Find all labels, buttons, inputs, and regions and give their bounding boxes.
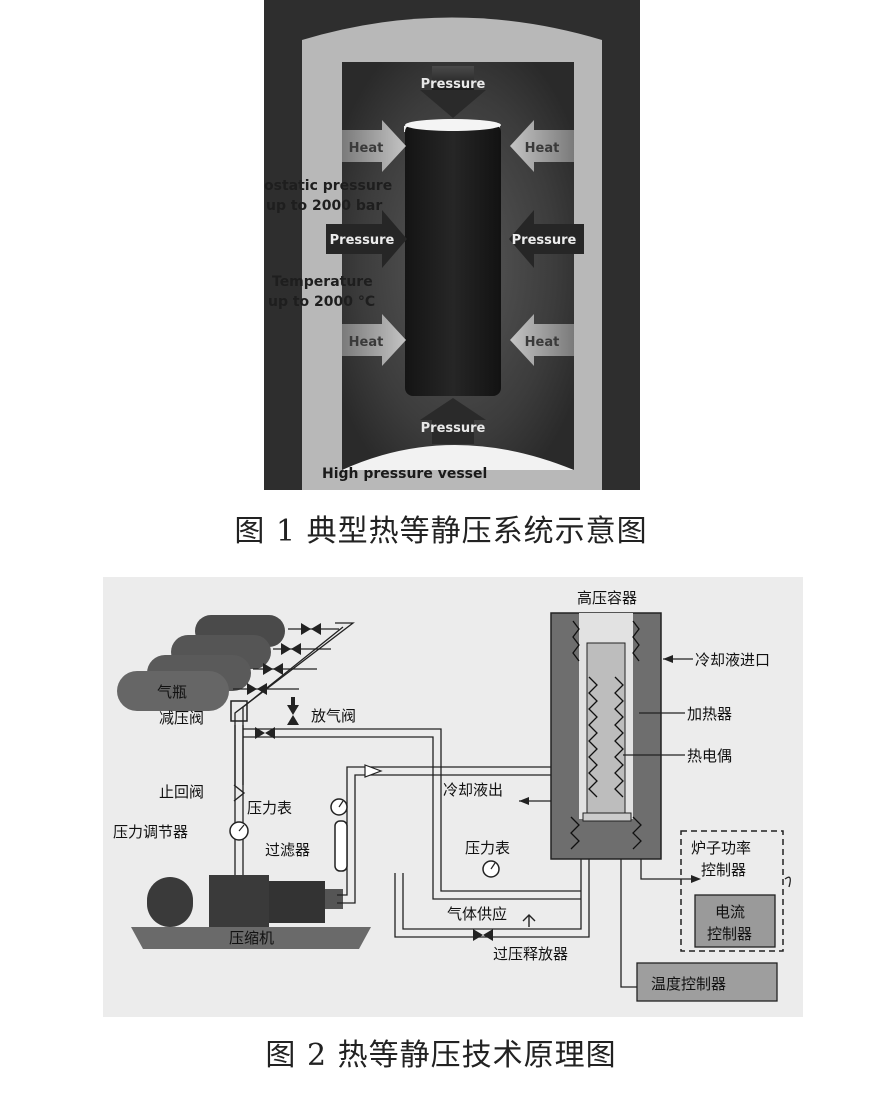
pressure-arrow-top: Pressure (420, 66, 486, 118)
vessel-label: High pressure vessel (322, 466, 487, 482)
heat-arrow-right-top: Heat (510, 120, 574, 172)
manifold-valves (247, 623, 321, 695)
gas-cylinder-label: 气瓶 (157, 683, 187, 701)
compressor-label: 压缩机 (229, 929, 274, 947)
svg-text:Pressure: Pressure (330, 233, 395, 248)
coolant-in-arrow-icon (663, 655, 693, 663)
thermocouple-label: 热电偶 (687, 747, 732, 765)
heat-arrow-left-bottom: Heat (342, 314, 406, 366)
overpressure-release-icon (522, 914, 536, 927)
isostatic-label-line2: up to 2000 bar (266, 198, 382, 214)
svg-text:Pressure: Pressure (421, 77, 486, 92)
temperature-label-line2: up to 2000 °C (268, 294, 375, 310)
pressure-arrow-bottom: Pressure (420, 398, 486, 444)
reducing-valve-label: 减压阀 (159, 709, 204, 727)
vent-line (243, 728, 581, 900)
pressure-regulator-gauge-icon (229, 821, 249, 841)
heat-arrow-left-top: Heat (342, 120, 406, 172)
figure-1-hip-schematic: Pressure Pressure Heat Heat Heat Heat Pr… (264, 0, 640, 490)
coolant-out-arrow-icon (519, 797, 551, 805)
figure-2-caption: 图 2 热等静压技术原理图 (265, 1038, 617, 1073)
isostatic-label-line1: ostatic pressure (264, 178, 392, 194)
figure-1-caption: 图 1 典型热等静压系统示意图 (234, 514, 648, 549)
gas-supply-valve-icon (473, 929, 493, 941)
svg-text:Pressure: Pressure (421, 421, 486, 436)
furnace-power-label-line1: 炉子功率 (691, 839, 751, 857)
controller-group (640, 830, 791, 952)
svg-text:Heat: Heat (525, 141, 560, 156)
vessel-bottom-dome (342, 445, 574, 470)
figure-2-hip-principle: 气瓶 减压阀 放气阀 止回阀 (103, 577, 803, 1017)
furnace-power-label-line2: 控制器 (701, 861, 746, 879)
compressor: 压缩机 (131, 875, 371, 949)
svg-text:Heat: Heat (349, 141, 384, 156)
pressure-gauge-1-label: 压力表 (247, 799, 292, 817)
temp-controller-label: 温度控制器 (651, 975, 726, 993)
check-valve-label: 止回阀 (159, 783, 204, 801)
heat-arrow-right-bottom: Heat (510, 314, 574, 366)
vent-valve-icon (255, 697, 299, 739)
hp-container-label: 高压容器 (577, 589, 637, 607)
heater-label: 加热器 (687, 705, 732, 723)
filter-label: 过滤器 (265, 841, 310, 859)
gas-cylinders: 气瓶 (117, 615, 285, 711)
coolant-out-label: 冷却液出 (443, 781, 503, 799)
filter-icon (334, 820, 348, 872)
check-valve-icon (233, 784, 246, 802)
current-controller-label-line1: 电流 (715, 903, 745, 921)
gas-cylinder-front (117, 671, 229, 711)
svg-text:Heat: Heat (349, 335, 384, 350)
overpressure-release-label: 过压释放器 (493, 945, 568, 963)
pressure-gauge-1-icon (330, 798, 348, 816)
pressure-gauge-2-label: 压力表 (465, 839, 510, 857)
high-pressure-container (550, 612, 662, 860)
coolant-in-label: 冷却液进口 (695, 651, 770, 669)
gas-supply-label: 气体供应 (447, 905, 507, 923)
pressure-regulator-label: 压力调节器 (113, 823, 188, 841)
check-arrow-icon (364, 764, 383, 778)
svg-text:Pressure: Pressure (512, 233, 577, 248)
current-controller-label-line2: 控制器 (707, 925, 752, 943)
vent-valve-label: 放气阀 (311, 707, 356, 725)
pressure-gauge-2-icon (482, 860, 500, 878)
reducing-valve-icon (230, 700, 248, 722)
svg-text:Heat: Heat (525, 335, 560, 350)
pressure-arrow-left: Pressure (326, 210, 407, 268)
temp-controller (620, 859, 778, 1002)
temperature-label-line1: Temperature (272, 274, 373, 290)
workpiece-cylinder (405, 124, 501, 396)
pressure-arrow-right: Pressure (509, 210, 584, 268)
